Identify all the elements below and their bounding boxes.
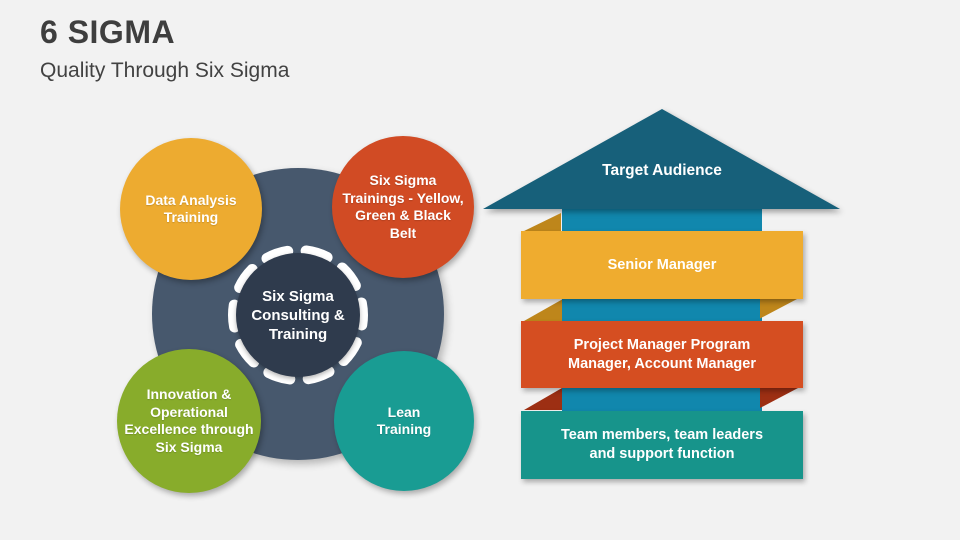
ribbon-fold-mid-left <box>524 299 562 321</box>
hub-center-label: Six Sigma Consulting & Training <box>251 287 345 343</box>
satellite-data-analysis-training: Data Analysis Training <box>120 138 262 280</box>
satellite-label: Data Analysis Training <box>145 191 237 226</box>
satellite-label: Six Sigma Trainings - Yellow, Green & Bl… <box>342 172 464 241</box>
slide-subtitle: Quality Through Six Sigma <box>40 59 290 82</box>
arrow-head <box>483 109 840 209</box>
satellite-label: Innovation & Operational Excellence thro… <box>124 386 254 455</box>
ribbon-fold-top-left <box>522 213 561 232</box>
banner-label: Senior Manager <box>607 256 717 273</box>
arrow-head-label: Target Audience <box>602 162 722 179</box>
satellite-lean-training: Lean Training <box>334 351 474 491</box>
banner-team-members: Team members, team leaders and support f… <box>521 411 803 479</box>
ribbon-fold-bottom-left <box>524 388 562 410</box>
satellite-label: Lean Training <box>376 403 432 438</box>
banner-label: Project Manager Program Manager, Account… <box>567 336 756 372</box>
satellite-six-sigma-trainings: Six Sigma Trainings - Yellow, Green & Bl… <box>332 136 474 278</box>
ribbon-fold-bottom-right <box>760 388 798 408</box>
ribbon-fold-mid-right <box>760 298 798 319</box>
banner-senior-manager: Senior Manager <box>521 231 803 299</box>
banner-project-program-account-manager: Project Manager Program Manager, Account… <box>521 321 803 388</box>
banner-label: Team members, team leaders and support f… <box>560 427 764 462</box>
slide-title: 6 SIGMA <box>40 14 176 50</box>
satellite-innovation-operational-excellence: Innovation & Operational Excellence thro… <box>117 349 261 493</box>
dashed-ring <box>228 245 368 385</box>
hub-center-circle: Six Sigma Consulting & Training <box>236 253 360 377</box>
